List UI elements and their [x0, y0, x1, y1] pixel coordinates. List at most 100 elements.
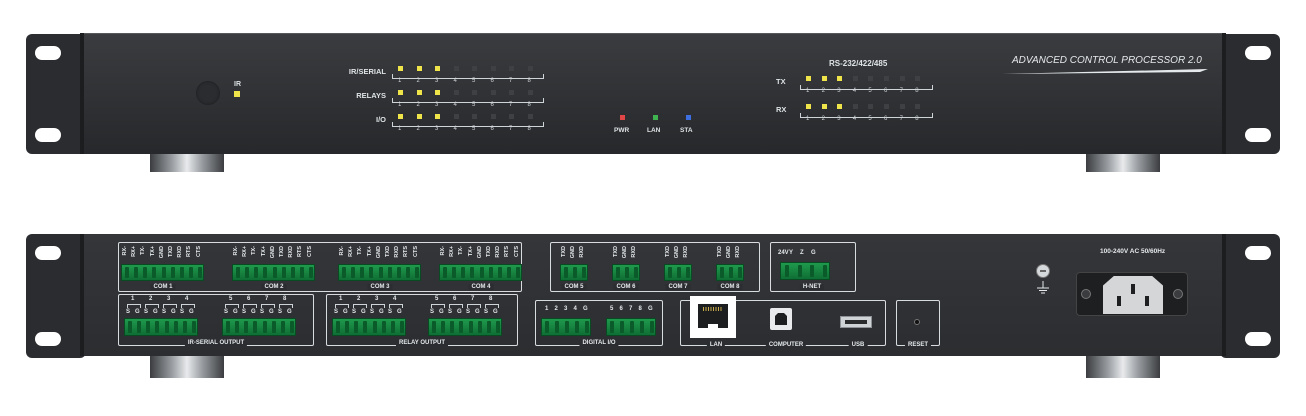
- channel-led: [527, 114, 533, 119]
- com-pin-label: GND: [570, 246, 577, 259]
- terminal-pin: [810, 265, 815, 277]
- iec-power-socket[interactable]: [1103, 276, 1163, 314]
- com-pin-label: TXD: [168, 246, 174, 257]
- ir-terminal-block[interactable]: [124, 318, 198, 336]
- com-pin-label: CTS: [412, 246, 419, 257]
- output-channel-bracket: [225, 304, 239, 308]
- computer-usb-b-port[interactable]: [770, 308, 792, 330]
- computer-label: COMPUTER: [765, 342, 807, 348]
- rs-channel-number: 2: [821, 116, 825, 122]
- com-pin-label: TX+: [260, 246, 267, 257]
- com-pin-label: RTS: [186, 246, 193, 257]
- hnet-pin-label: G: [811, 250, 816, 256]
- com-terminal-block[interactable]: [338, 264, 421, 281]
- hnet-terminal-block[interactable]: [780, 262, 830, 280]
- com-pin-label: TXD: [385, 246, 391, 257]
- terminal-pin: [372, 321, 377, 333]
- com-terminal-block[interactable]: [612, 264, 640, 281]
- rack-slot: [35, 332, 61, 346]
- terminal-pin: [369, 267, 374, 278]
- rack-slot: [35, 128, 61, 142]
- terminal-pin: [487, 321, 492, 333]
- terminal-pin: [516, 267, 521, 278]
- hnet-pin-label: Z: [800, 250, 804, 256]
- com-pin-label: RXD: [683, 246, 690, 258]
- channel-led: [453, 90, 459, 95]
- terminal-pin: [400, 321, 405, 333]
- ir-terminal-block[interactable]: [222, 318, 296, 336]
- dio-terminal-block[interactable]: [606, 318, 656, 336]
- rs-channel-number: 6: [884, 88, 888, 94]
- sg-label: S: [388, 309, 393, 315]
- rear-left-foot: [150, 354, 224, 378]
- panel-edge-left: [80, 234, 84, 356]
- dio-terminal-block[interactable]: [541, 318, 591, 336]
- reset-button[interactable]: [914, 319, 920, 325]
- channel-number: 6: [490, 102, 494, 108]
- sg-label: G: [251, 309, 256, 315]
- channel-scale-bracket: [392, 122, 544, 127]
- status-led-label: LAN: [647, 127, 661, 134]
- terminal-pin: [468, 321, 473, 333]
- terminal-pin: [738, 267, 743, 278]
- sg-label: G: [397, 309, 402, 315]
- terminal-pin: [822, 265, 827, 277]
- com-pin-label: RX-: [233, 246, 239, 256]
- socket-pin: [1145, 296, 1149, 306]
- terminal-pin: [146, 321, 151, 333]
- terminal-pin: [387, 267, 392, 278]
- lan-label: LAN: [706, 342, 726, 348]
- power-label: 100-240V AC 50/60Hz: [1100, 248, 1166, 255]
- com-pin-label: CTS: [513, 246, 520, 257]
- com-terminal-block[interactable]: [232, 264, 315, 281]
- channel-number: 3: [435, 78, 439, 84]
- output-channel-bracket: [467, 304, 481, 308]
- sg-label: G: [493, 309, 498, 315]
- com-pin-label: TXD: [665, 246, 671, 257]
- channel-number: 3: [435, 126, 439, 132]
- terminal-pin: [620, 321, 624, 333]
- sg-label: S: [448, 309, 453, 315]
- sg-label: S: [370, 309, 375, 315]
- com-terminal-block[interactable]: [664, 264, 692, 281]
- status-led: [620, 115, 625, 120]
- ir-serial-output-label: IR-SERIAL OUTPUT: [184, 340, 248, 346]
- com-pin-label: GND: [375, 246, 382, 259]
- terminal-pin: [170, 267, 175, 278]
- terminal-pin: [545, 321, 549, 333]
- terminal-pin: [262, 321, 267, 333]
- usb-a-port[interactable]: [840, 316, 872, 328]
- relay-terminal-block[interactable]: [428, 318, 502, 336]
- sg-label: S: [352, 309, 357, 315]
- com-terminal-block[interactable]: [121, 264, 204, 281]
- rs-title: RS-232/422/485: [829, 59, 888, 68]
- com-pin-label: RXD: [394, 246, 401, 258]
- com-terminal-block[interactable]: [560, 264, 588, 281]
- sg-label: G: [361, 309, 366, 315]
- channel-number: 5: [472, 102, 476, 108]
- channel-led: [527, 90, 533, 95]
- dio-pin-label: 3: [564, 306, 568, 312]
- terminal-pin: [254, 267, 259, 278]
- com-terminal-block[interactable]: [439, 264, 522, 281]
- rs-channel-led: [852, 104, 858, 109]
- output-channel-number: 2: [149, 296, 153, 302]
- digital-io-label: DIGITAL I/O: [579, 340, 619, 346]
- dio-pin-label: 1: [545, 306, 549, 312]
- rs-channel-number: 5: [868, 88, 872, 94]
- com-pin-label: RTS: [403, 246, 410, 257]
- com-label: COM 7: [665, 284, 691, 290]
- rs-channel-led: [899, 76, 905, 81]
- com-pin-label: RXD: [177, 246, 184, 258]
- rs-channel-number: 4: [852, 116, 857, 122]
- relay-terminal-block[interactable]: [332, 318, 406, 336]
- output-channel-bracket: [127, 304, 141, 308]
- terminal-pin: [488, 267, 493, 278]
- dio-pin-label: 4: [573, 306, 577, 312]
- com-pin-label: TXD: [613, 246, 619, 257]
- terminal-pin: [729, 267, 733, 278]
- lan-port[interactable]: [690, 296, 736, 338]
- channel-number: 6: [490, 126, 494, 132]
- terminal-pin: [667, 267, 672, 278]
- com-terminal-block[interactable]: [716, 264, 744, 281]
